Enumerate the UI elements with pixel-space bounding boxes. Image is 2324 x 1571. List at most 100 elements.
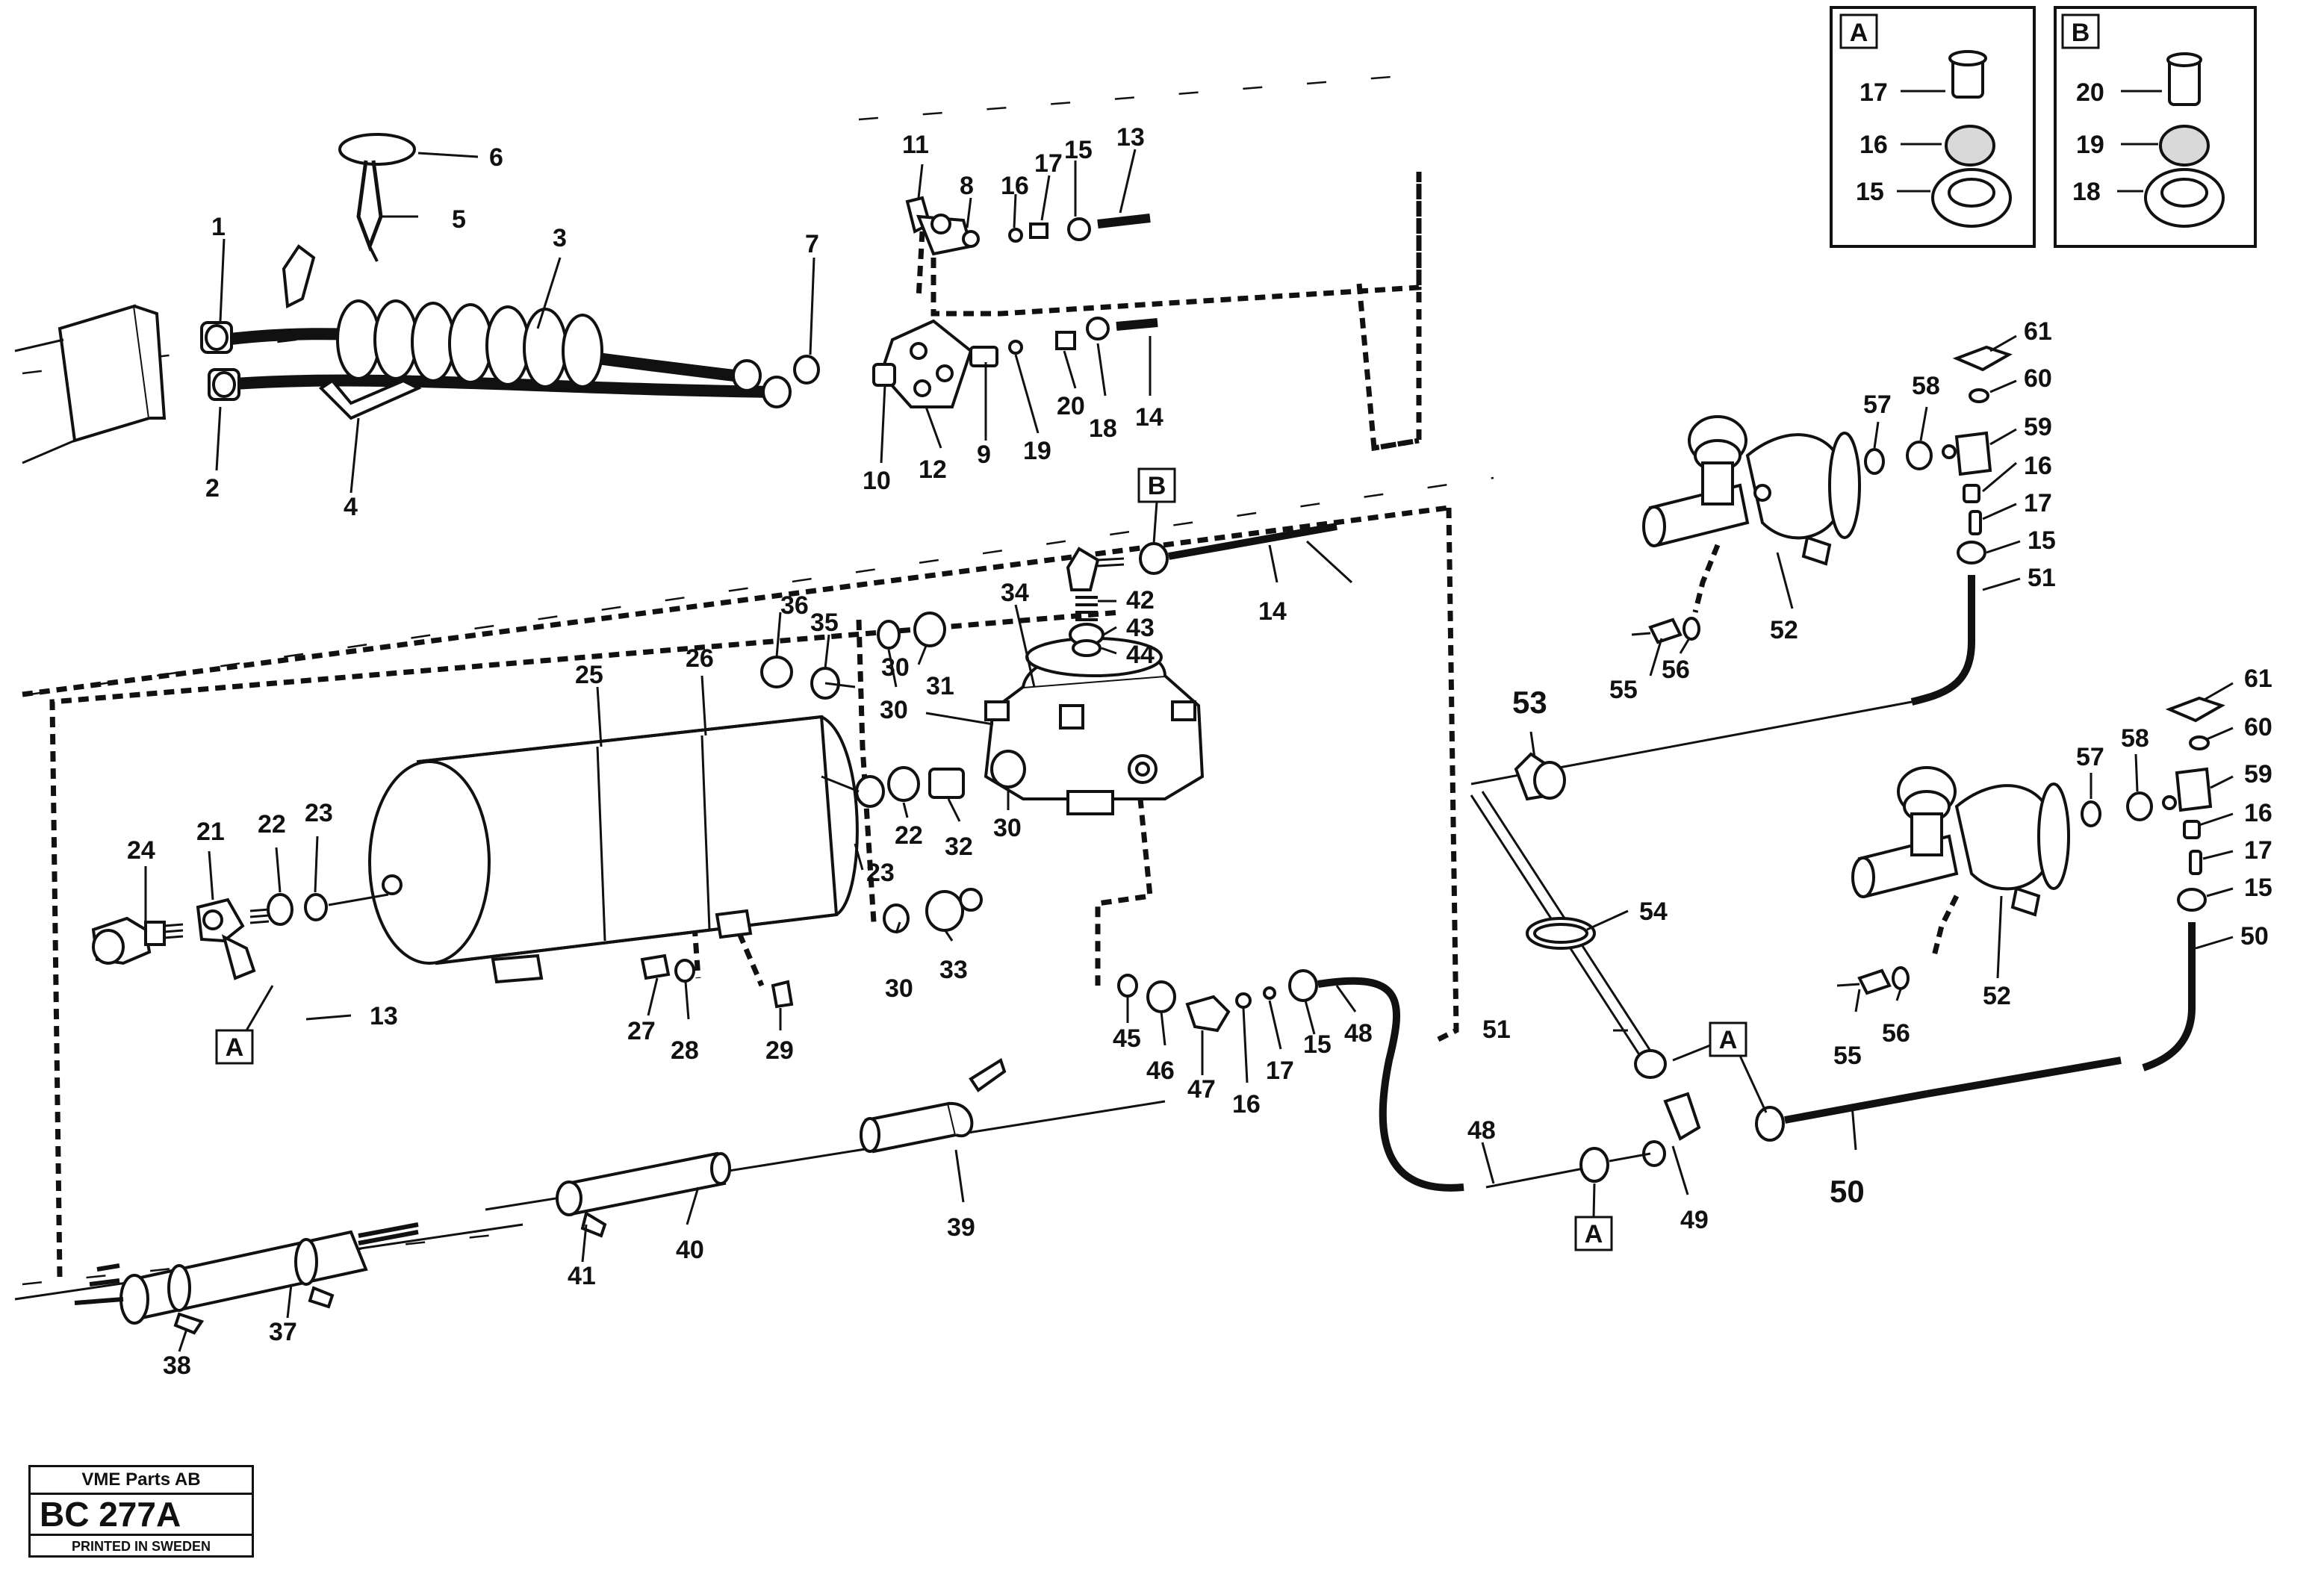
svg-text:A: A (226, 1033, 244, 1062)
callout-53: 53 (1512, 685, 1547, 720)
callout-38: 38 (163, 1351, 191, 1380)
tank-mount-bolts (640, 954, 794, 1009)
callout-49: 49 (1680, 1206, 1709, 1234)
callout-40: 40 (676, 1236, 704, 1264)
callout-16-lower: 16 (2244, 799, 2272, 827)
callout-55-lower: 55 (1833, 1042, 1862, 1070)
callout-9: 9 (977, 441, 991, 469)
detail-b-label-1: 19 (2076, 131, 2104, 159)
callout-1: 1 (211, 213, 226, 241)
callout-30-c: 30 (993, 814, 1022, 842)
brake-chamber-lower (1851, 766, 2070, 917)
callout-14-top: 14 (1135, 403, 1163, 432)
air-line-paths (22, 172, 1960, 1278)
callout-51-upper: 51 (2028, 564, 2056, 592)
callout-22-right: 22 (895, 821, 923, 850)
callout-57-lower: 57 (2076, 743, 2104, 771)
callout-23-right: 23 (866, 859, 895, 887)
detail-a-letter: A (1850, 19, 1868, 47)
callout-28: 28 (671, 1036, 699, 1065)
callout-48-right: 48 (1467, 1116, 1496, 1145)
callout-35: 35 (810, 609, 839, 637)
right-pipe-network (1470, 700, 2122, 1189)
callout-16-upper: 16 (2024, 452, 2052, 480)
callout-56-lower: 56 (1882, 1019, 1910, 1048)
callout-37: 37 (269, 1318, 297, 1346)
callout-34: 34 (1001, 579, 1029, 607)
callout-57-upper: 57 (1863, 391, 1892, 419)
callout-47: 47 (1187, 1075, 1216, 1104)
callout-23-left: 23 (305, 799, 333, 827)
valve-top-fittings (1066, 523, 1337, 657)
callout-5: 5 (452, 205, 466, 234)
callout-19-top: 19 (1023, 437, 1051, 465)
ref-box-a-3: A (1574, 1183, 1613, 1251)
detail-box-a: A 17 16 15 (1830, 6, 2036, 248)
callout-52-upper: 52 (1770, 616, 1798, 644)
callout-59-upper: 59 (2024, 413, 2052, 441)
detail-b-label-2: 18 (2072, 178, 2101, 206)
frame-guide-lines (22, 73, 1494, 1286)
callout-56-upper: 56 (1662, 656, 1690, 684)
callout-52-lower: 52 (1983, 982, 2011, 1010)
callout-50-right: 50 (2240, 922, 2269, 951)
callout-21: 21 (196, 818, 225, 846)
callout-61-upper: 61 (2024, 317, 2052, 346)
callout-2: 2 (205, 474, 220, 503)
lower-pipe-run (14, 1100, 1166, 1335)
callout-13-top: 13 (1116, 123, 1145, 152)
callout-3: 3 (553, 224, 567, 252)
callout-13-left: 13 (370, 1002, 398, 1030)
clamp-39 (860, 1057, 1007, 1154)
callout-6: 6 (489, 143, 503, 172)
callout-45: 45 (1113, 1024, 1141, 1053)
callout-60-upper: 60 (2024, 364, 2052, 393)
company-name: VME Parts AB (31, 1467, 252, 1495)
detail-a-label-0: 17 (1859, 78, 1888, 107)
svg-text:A: A (1585, 1220, 1603, 1248)
callout-48-mid: 48 (1344, 1019, 1373, 1048)
callout-11: 11 (902, 131, 929, 159)
line-fittings-45-48 (1117, 969, 1464, 1192)
air-tank (368, 715, 859, 984)
chamber-fittings-upper (1631, 345, 2013, 706)
svg-text:B: B (1148, 472, 1166, 500)
callout-30-b: 30 (880, 696, 908, 724)
callout-51-lower: 51 (1482, 1015, 1511, 1044)
ref-box-b-1: B (1137, 467, 1176, 544)
callout-15-upper: 15 (2028, 526, 2056, 555)
callout-42: 42 (1126, 586, 1155, 615)
callout-24: 24 (127, 836, 155, 865)
svg-text:A: A (1719, 1026, 1738, 1054)
callout-8: 8 (960, 172, 974, 200)
callout-16-top: 16 (1001, 172, 1029, 200)
callout-46: 46 (1146, 1057, 1175, 1085)
detail-b-letter: B (2072, 19, 2090, 47)
coupling-head (905, 196, 1151, 256)
callout-25: 25 (575, 661, 603, 689)
brake-chamber-upper (1642, 415, 1861, 566)
relay-valve (984, 637, 1205, 815)
callout-29: 29 (765, 1036, 794, 1065)
detail-a-label-1: 16 (1859, 131, 1888, 159)
callout-30-a: 30 (881, 653, 910, 682)
callout-labels: 1 2 3 4 5 6 7 8 9 10 11 12 13 14 15 16 1… (127, 123, 2272, 1380)
callout-33: 33 (939, 956, 968, 984)
callout-58-upper: 58 (1912, 372, 1940, 400)
detail-b-label-0: 20 (2076, 78, 2104, 107)
split-pin-and-ring (338, 133, 416, 262)
callout-50-lower: 50 (1830, 1174, 1865, 1209)
callout-10: 10 (863, 467, 891, 495)
detail-a-label-2: 15 (1856, 178, 1884, 206)
callout-17-lower: 17 (2244, 836, 2272, 865)
callout-15-mid: 15 (1303, 1030, 1332, 1059)
callout-54: 54 (1639, 898, 1668, 926)
callout-58-lower: 58 (2121, 724, 2149, 753)
callout-20-top: 20 (1057, 392, 1085, 420)
callout-43: 43 (1126, 614, 1155, 642)
callout-15-lower: 15 (2244, 874, 2272, 902)
callout-27: 27 (627, 1017, 656, 1045)
ref-box-a-2: A (1672, 1021, 1768, 1113)
callout-32: 32 (945, 833, 973, 861)
printed-note: PRINTED IN SWEDEN (71, 1539, 211, 1554)
